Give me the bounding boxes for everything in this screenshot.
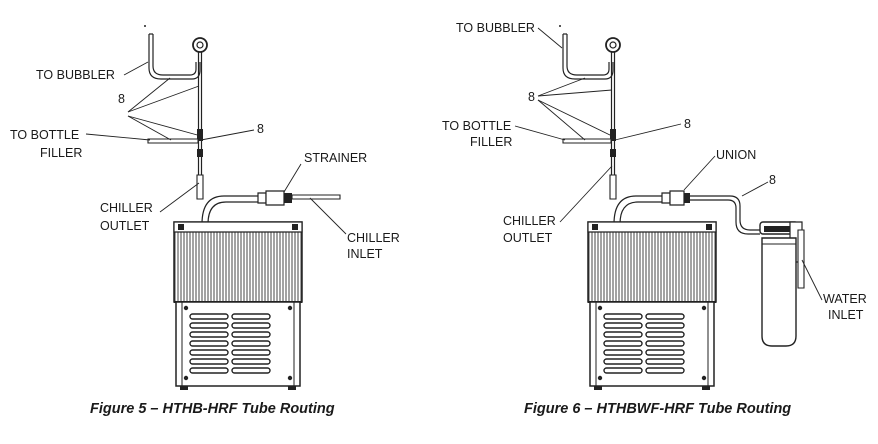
label-to-bottle-filler-line1: TO BOTTLE — [442, 119, 512, 133]
figure-5-drawing — [86, 25, 346, 391]
label-chiller-inlet-line1: CHILLER — [347, 231, 400, 245]
label-to-bottle-filler-line2: FILLER — [470, 135, 513, 149]
label-to-bottle-filler-line1: TO BOTTLE — [10, 128, 80, 142]
label-water-inlet-line2: INLET — [828, 308, 864, 322]
label-chiller-outlet-line2: OUTLET — [503, 231, 553, 245]
figure-6-drawing — [515, 25, 822, 391]
label-chiller-outlet-line1: CHILLER — [503, 214, 556, 228]
label-chiller-inlet-line2: INLET — [347, 247, 383, 261]
label-union: UNION — [716, 148, 757, 162]
label-strainer: STRAINER — [304, 151, 368, 165]
label-to-bubbler: TO BUBBLER — [36, 68, 115, 82]
figure-5-caption: Figure 5 – HTHB-HRF Tube Routing — [90, 401, 335, 417]
water-filter — [760, 222, 804, 346]
figure-6-caption: Figure 6 – HTHBWF-HRF Tube Routing — [524, 401, 792, 417]
label-chiller-outlet-line1: CHILLER — [100, 201, 153, 215]
label-to-bubbler: TO BUBBLER — [456, 21, 535, 35]
label-water-inlet-line1: WATER — [823, 292, 867, 306]
callout-8: 8 — [118, 92, 125, 106]
label-to-bottle-filler-line2: FILLER — [40, 146, 83, 160]
label-chiller-outlet-line2: OUTLET — [100, 219, 150, 233]
callout-8: 8 — [769, 173, 776, 187]
callout-8: 8 — [257, 122, 264, 136]
callout-8: 8 — [528, 90, 535, 104]
callout-8: 8 — [684, 117, 691, 131]
